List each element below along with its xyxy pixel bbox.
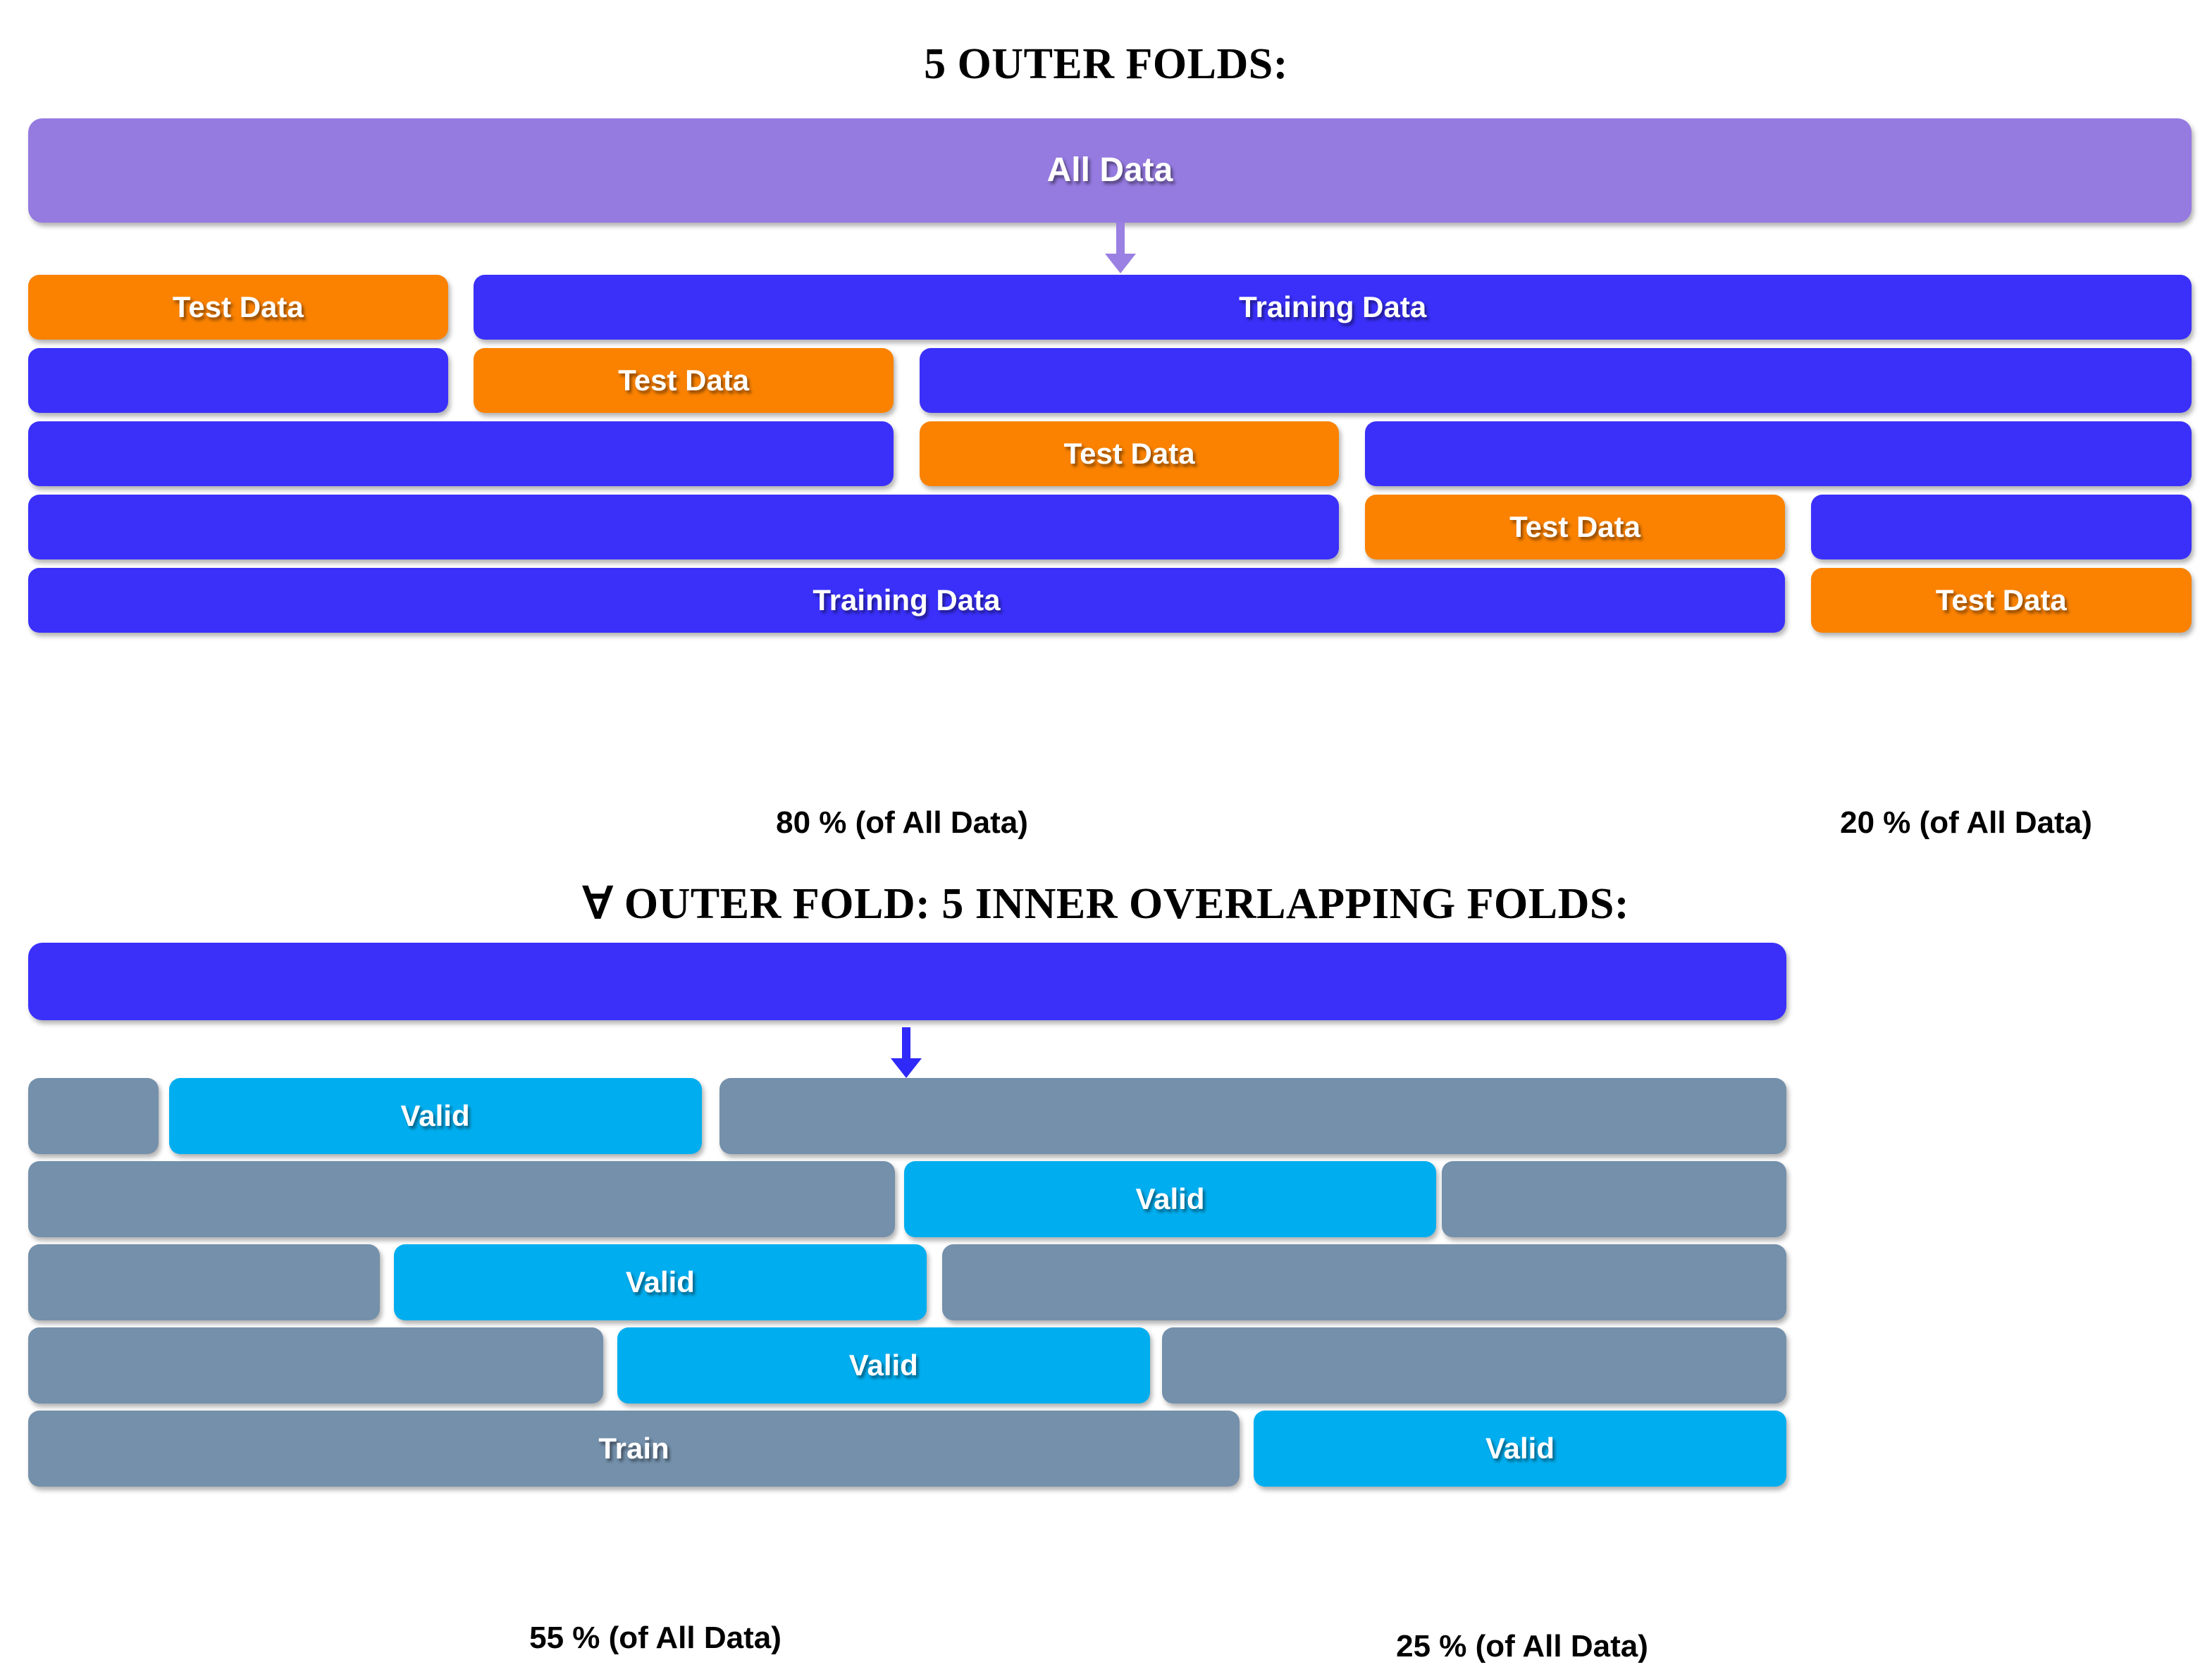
- outer-fold-2-segment-training: [28, 348, 448, 413]
- outer-test-percent-caption: 20 % (of All Data): [1840, 805, 2092, 840]
- inner-fold-2-label-valid: Valid: [1135, 1182, 1205, 1215]
- outer-fold-5: Training Data Test Data: [28, 568, 2192, 633]
- down-arrow-icon-outer: [1105, 223, 1136, 273]
- inner-fold-2-segment-train: [1441, 1161, 1786, 1237]
- inner-fold-3-label-valid: Valid: [625, 1265, 695, 1299]
- inner-fold-4-segment-train: [28, 1327, 603, 1404]
- outer-fold-3-label-test: Test Data: [1063, 437, 1195, 470]
- inner-fold-1-segment-valid: Valid: [168, 1078, 702, 1154]
- inner-fold-3-segment-train: [28, 1244, 380, 1320]
- inner-valid-percent-caption: 25 % (of All Data): [1396, 1629, 1648, 1663]
- inner-source-training-bar: [28, 943, 1786, 1020]
- outer-fold-1-label-training: Training Data: [1239, 290, 1427, 323]
- inner-fold-1-segment-train: [719, 1078, 1786, 1154]
- outer-fold-1-label-test: Test Data: [172, 290, 304, 323]
- outer-fold-4-segment-training: [28, 495, 1340, 559]
- outer-fold-4: Test Data: [28, 495, 2192, 559]
- outer-fold-4-label-test: Test Data: [1509, 510, 1641, 543]
- inner-fold-5: Train Valid: [28, 1411, 1786, 1487]
- outer-fold-2-segment-test: Test Data: [474, 348, 894, 413]
- outer-fold-3-segment-training: [1365, 421, 2192, 486]
- outer-fold-5-label-training: Training Data: [812, 583, 1001, 617]
- inner-fold-4-segment-train: [1162, 1327, 1786, 1404]
- outer-fold-5-label-test: Test Data: [1935, 583, 2067, 617]
- outer-fold-1: Test Data Training Data: [28, 275, 2192, 340]
- inner-fold-4-segment-valid: Valid: [617, 1327, 1150, 1404]
- outer-fold-3-segment-test: Test Data: [919, 421, 1340, 486]
- outer-fold-5-segment-test: Test Data: [1810, 568, 2192, 633]
- inner-fold-2-segment-train: [28, 1161, 896, 1237]
- all-data-bar: All Data: [28, 118, 2192, 223]
- outer-fold-2-segment-training: [919, 348, 2192, 413]
- inner-fold-5-label-valid: Valid: [1485, 1432, 1555, 1465]
- outer-fold-1-segment-training: Training Data: [474, 275, 2192, 340]
- inner-fold-3: Valid: [28, 1244, 1786, 1320]
- inner-fold-4-label-valid: Valid: [848, 1349, 918, 1382]
- inner-fold-1-label-valid: Valid: [400, 1099, 470, 1132]
- inner-fold-3-segment-train: [942, 1244, 1786, 1320]
- all-data-label: All Data: [1046, 151, 1173, 189]
- inner-fold-3-segment-valid: Valid: [393, 1244, 927, 1320]
- outer-fold-1-segment-test: Test Data: [28, 275, 448, 340]
- inner-fold-4: Valid: [28, 1327, 1786, 1404]
- outer-fold-2: Test Data: [28, 348, 2192, 413]
- outer-fold-3: Test Data: [28, 421, 2192, 486]
- down-arrow-icon-inner: [891, 1027, 922, 1078]
- inner-fold-2: Valid: [28, 1161, 1786, 1237]
- outer-fold-4-segment-training: [1810, 495, 2192, 559]
- outer-fold-4-segment-test: Test Data: [1365, 495, 1785, 559]
- outer-fold-5-segment-training: Training Data: [28, 568, 1785, 633]
- outer-fold-2-label-test: Test Data: [618, 364, 750, 397]
- inner-fold-2-segment-valid: Valid: [903, 1161, 1437, 1237]
- inner-fold-1: Valid: [28, 1078, 1786, 1154]
- inner-folds-title: ∀ OUTER FOLD: 5 INNER OVERLAPPING FOLDS:: [582, 880, 1630, 928]
- inner-train-percent-caption: 55 % (of All Data): [529, 1621, 781, 1655]
- inner-fold-1-segment-train: [28, 1078, 159, 1154]
- inner-fold-5-label-train: Train: [598, 1432, 669, 1465]
- inner-fold-5-segment-valid: Valid: [1254, 1411, 1786, 1487]
- outer-training-percent-caption: 80 % (of All Data): [776, 805, 1028, 840]
- outer-fold-3-segment-training: [28, 421, 894, 486]
- outer-folds-title: 5 OUTER FOLDS:: [924, 40, 1288, 88]
- inner-fold-5-segment-train: Train: [28, 1411, 1240, 1487]
